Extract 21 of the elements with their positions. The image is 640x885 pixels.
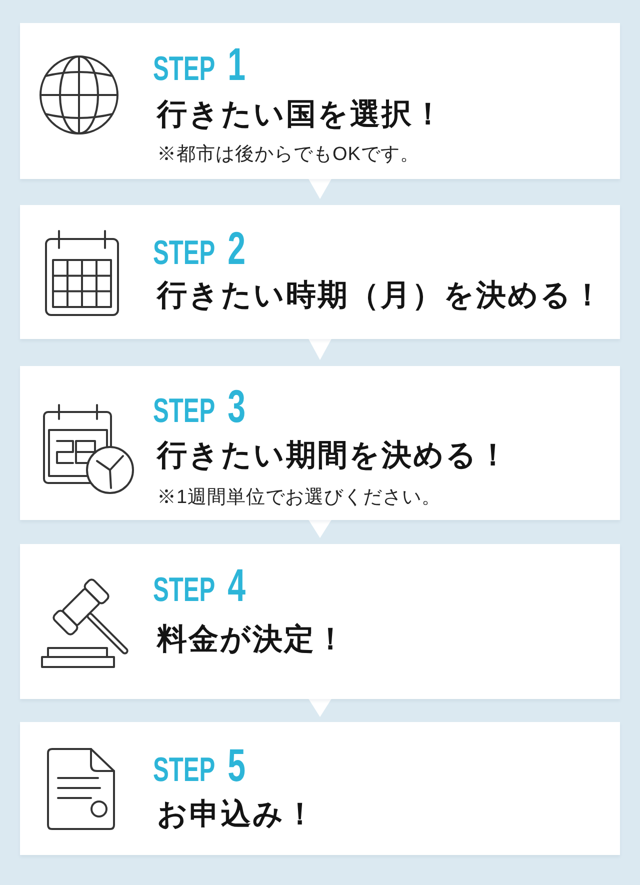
- arrow: [308, 338, 332, 360]
- note-text: ※1週間単位でお選びください。: [157, 486, 442, 509]
- arrow: [308, 178, 332, 199]
- step-label: STEP 3: [153, 383, 246, 429]
- step-label: STEP 5: [153, 742, 246, 788]
- step-card: [20, 544, 620, 699]
- arrow: [308, 698, 332, 717]
- step-card: [20, 205, 620, 339]
- step-label: STEP 1: [153, 41, 246, 87]
- step-card: [20, 366, 620, 520]
- step-label: STEP 4: [153, 562, 246, 608]
- step-title: 行きたい国を選択！: [157, 97, 444, 133]
- step-title: 行きたい時期（月）を決める！: [157, 278, 604, 314]
- note-text: ※都市は後からでもOKです。: [157, 143, 420, 166]
- step-card: [20, 722, 620, 855]
- step-title: 行きたい期間を決める！: [157, 438, 510, 474]
- step-card: [20, 23, 620, 179]
- step-title: 料金が決定！: [157, 622, 347, 658]
- step-label: STEP 2: [153, 225, 246, 271]
- arrow: [308, 519, 332, 538]
- step-title: お申込み！: [157, 797, 316, 833]
